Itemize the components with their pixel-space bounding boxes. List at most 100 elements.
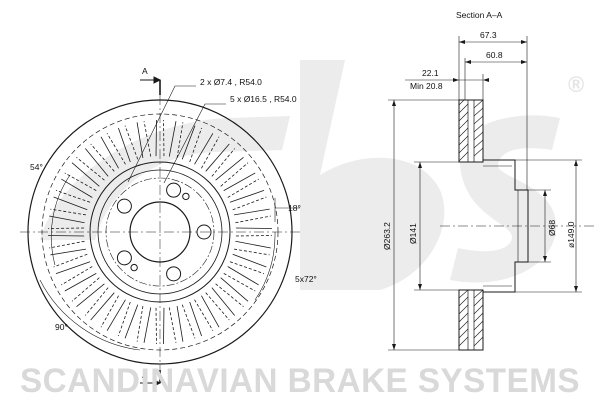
rib-edge (85, 148, 109, 177)
registered-mark: ® (568, 72, 584, 97)
rib-edge (143, 307, 152, 343)
angle-18-label: 18° (288, 203, 301, 213)
dim-67-3: 67.3 (480, 30, 497, 40)
rib-edge (201, 136, 220, 169)
wheel-bolt-hole (166, 266, 182, 282)
rib-edge (215, 283, 244, 307)
bolt-holes (116, 182, 212, 282)
sbs-logo-watermark: ® (40, 60, 584, 290)
disc-front-view (20, 95, 300, 370)
rib-edge (194, 299, 214, 331)
rib-edge (168, 121, 177, 157)
rib-edge (194, 133, 214, 165)
section-title: Section A–A (456, 10, 503, 20)
wheel-bolt-hole (116, 198, 132, 214)
section-dimensions (388, 36, 595, 351)
rib-edge (233, 248, 270, 256)
rib-edge (76, 283, 105, 307)
disc-section-view (458, 99, 529, 351)
dim-263-2: Ø263.2 (382, 222, 392, 250)
rib-edge (136, 122, 144, 159)
rib-edge (64, 273, 97, 292)
rib-edge (53, 196, 88, 211)
rib-edge (49, 240, 85, 249)
rib-edge (85, 287, 109, 316)
angle-90-label: 90° (55, 322, 68, 332)
rib-edge (220, 162, 249, 187)
locating-screw-hole (182, 192, 190, 201)
dim-60-8: 60.8 (486, 50, 503, 60)
rib-edge (61, 178, 93, 198)
rib-edge (181, 304, 196, 339)
rib-edge (71, 162, 100, 187)
section-markers (140, 76, 162, 387)
rib-edge (189, 127, 202, 163)
dim-68: Ø68 (547, 220, 557, 236)
rib-edge (106, 299, 126, 331)
rib-edge (229, 261, 265, 274)
rib-edge (205, 143, 230, 172)
upper-ring-hatch (458, 99, 484, 162)
bolt-holes-b-label: 5 x Ø16.5 , R54.0 (230, 94, 297, 104)
rib-edge (223, 172, 256, 191)
rib-edge (233, 208, 270, 216)
rib-edge (220, 277, 249, 302)
rib-edge (176, 122, 184, 159)
rib-edge (53, 253, 88, 268)
section-marker-bottom-label: A (142, 370, 148, 380)
rib-edge (71, 277, 100, 302)
rib-edge (227, 178, 259, 198)
rib-edge (55, 261, 91, 274)
rib-edge (55, 190, 91, 203)
bolt-holes-a-label: 2 x Ø7.4 , R54.0 (200, 77, 262, 87)
dim-22-1: 22.1 (422, 68, 439, 78)
lower-ring-hatch (458, 289, 484, 347)
rib-edge (176, 305, 184, 342)
rib-edge (136, 305, 144, 342)
rib-edge (64, 172, 97, 191)
rib-edge (189, 301, 202, 337)
rib-edge (211, 148, 235, 177)
dim-149: ø149.0 (566, 221, 576, 248)
dim-min-20-8: Min 20.8 (410, 81, 443, 91)
dimension-arrows (392, 40, 578, 350)
rib-edge (215, 157, 244, 181)
wheel-bolt-hole (166, 182, 182, 198)
angle-5x72-label: 5x72° (295, 274, 317, 284)
rib-edge (143, 121, 152, 157)
dim-141: Ø141 (408, 223, 418, 244)
rib-edge (229, 190, 265, 203)
rib-edge (90, 143, 115, 172)
rib-edge (211, 287, 235, 316)
rib-edge (49, 215, 85, 224)
rib-edge (223, 273, 256, 292)
rib-edge (232, 196, 267, 211)
lower-friction-ring (458, 289, 484, 351)
wheel-bolt-hole (116, 250, 132, 266)
locating-screw-hole (130, 263, 138, 272)
rib-edge (50, 248, 87, 256)
section-marker-top-label: A (142, 66, 148, 76)
rib-edge (90, 292, 115, 321)
rib-edge (181, 125, 196, 160)
rib-edge (232, 253, 267, 268)
rib-edge (100, 295, 119, 328)
rib-edge (118, 301, 131, 337)
rib-edge (201, 295, 220, 328)
rib-edge (50, 208, 87, 216)
angle-54-label: 54° (30, 162, 43, 172)
rib-edge (227, 266, 259, 286)
rib-edge (205, 292, 230, 321)
rib-edge (124, 125, 139, 160)
front-leaders (39, 85, 300, 351)
brand-watermark: SCANDINAVIAN BRAKE SYSTEMS (20, 362, 580, 400)
rib-edge (124, 304, 139, 339)
rib-edge (235, 215, 271, 224)
rib-edge (168, 307, 177, 343)
ventilation-ribs (48, 120, 272, 344)
rib-edge (235, 240, 271, 249)
rib-edge (118, 127, 131, 163)
rib-edge (106, 133, 126, 165)
